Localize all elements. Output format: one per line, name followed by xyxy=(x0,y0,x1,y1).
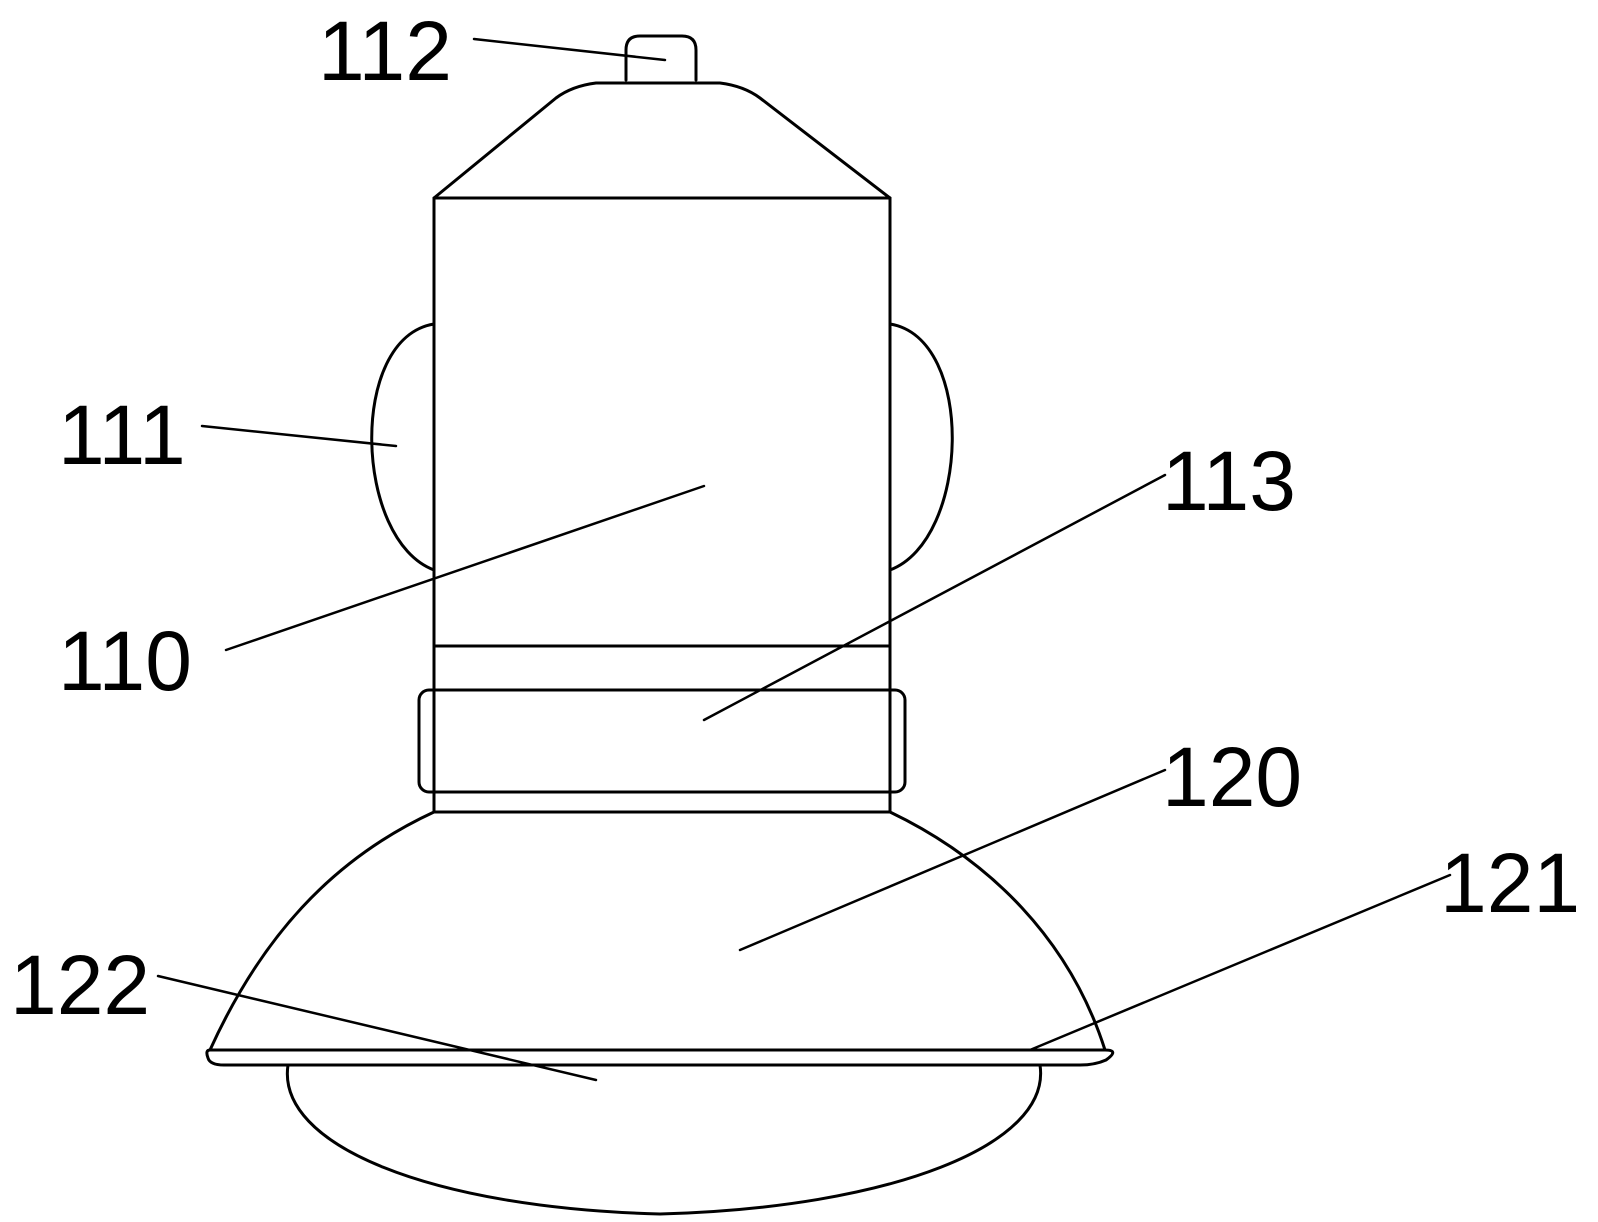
leader-110 xyxy=(224,484,706,652)
leader-113 xyxy=(702,473,1167,722)
leader-122 xyxy=(156,974,598,1082)
label-113: 113 xyxy=(1162,434,1296,528)
dome-base xyxy=(208,810,1107,1052)
suction-cup xyxy=(285,1063,1043,1216)
label-112: 112 xyxy=(318,4,452,98)
left-side-button xyxy=(370,322,436,572)
leader-121 xyxy=(1028,873,1452,1052)
label-121: 121 xyxy=(1440,836,1580,930)
flange xyxy=(205,1048,1115,1067)
leader-120 xyxy=(738,768,1167,952)
main-body xyxy=(432,196,892,814)
label-111: 111 xyxy=(58,388,186,482)
ring xyxy=(417,688,907,794)
leader-111 xyxy=(200,424,398,448)
tapered-cap xyxy=(432,81,892,200)
label-122: 122 xyxy=(10,938,150,1032)
leader-112 xyxy=(472,37,667,62)
label-110: 110 xyxy=(58,614,192,708)
top-knob xyxy=(624,34,698,82)
label-120: 120 xyxy=(1162,730,1302,824)
right-side-button xyxy=(888,322,954,572)
